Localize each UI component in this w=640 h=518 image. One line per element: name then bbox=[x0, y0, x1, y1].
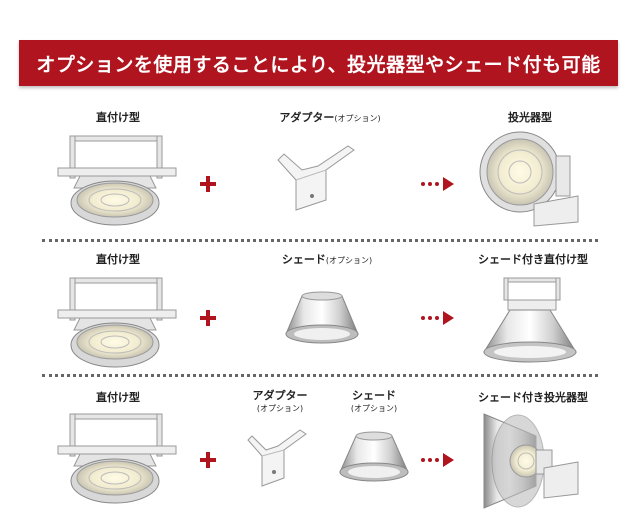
row3-result-label: シェード付き投光器型 bbox=[478, 391, 588, 404]
row1-base-label: 直付け型 bbox=[96, 111, 140, 124]
plus-icon bbox=[200, 176, 216, 192]
adapter-image bbox=[247, 429, 307, 487]
row1-result-label: 投光器型 bbox=[508, 111, 552, 124]
row2-option-name: シェード bbox=[281, 253, 326, 266]
page-title-banner: オプションを使用することにより、投光器型やシェード付も可能 bbox=[19, 40, 618, 86]
shade-image bbox=[339, 431, 409, 482]
row1-option-name: アダプター bbox=[279, 111, 335, 124]
dotted-arrow-icon bbox=[421, 452, 454, 468]
shaded-direct-mount-image bbox=[483, 277, 577, 363]
row3-base-label: 直付け型 bbox=[96, 391, 140, 404]
direct-mount-light-image bbox=[57, 277, 177, 368]
row2-base-label: 直付け型 bbox=[96, 253, 140, 266]
plus-icon bbox=[200, 452, 216, 468]
row3-option1-name: アダプター bbox=[252, 389, 308, 402]
row1-option-sub: (オプション) bbox=[334, 114, 381, 123]
row3-option2-sub: (オプション) bbox=[350, 404, 398, 413]
dotted-arrow-icon bbox=[421, 310, 454, 326]
row-divider bbox=[42, 374, 598, 377]
row-divider bbox=[42, 239, 598, 242]
direct-mount-light-image bbox=[57, 413, 177, 504]
plus-icon bbox=[200, 310, 216, 326]
page-title: オプションを使用することにより、投光器型やシェード付も可能 bbox=[36, 53, 601, 76]
dotted-arrow-icon bbox=[421, 176, 454, 192]
row3-option2-label: シェード (オプション) bbox=[334, 389, 414, 415]
adapter-image bbox=[277, 145, 355, 211]
row2-option-sub: (オプション) bbox=[325, 256, 373, 265]
row1-option-label: アダプター(オプション) bbox=[260, 111, 400, 125]
direct-mount-light-image bbox=[57, 135, 177, 226]
row3-option1-label: アダプター (オプション) bbox=[240, 389, 320, 415]
row3-option1-sub: (オプション) bbox=[256, 404, 304, 413]
floodlight-image bbox=[479, 131, 579, 227]
shaded-floodlight-image bbox=[483, 413, 579, 509]
row2-result-label: シェード付き直付け型 bbox=[478, 253, 588, 266]
row3-option2-name: シェード bbox=[352, 389, 396, 402]
row2-option-label: シェード(オプション) bbox=[262, 253, 392, 267]
shade-image bbox=[285, 291, 359, 344]
